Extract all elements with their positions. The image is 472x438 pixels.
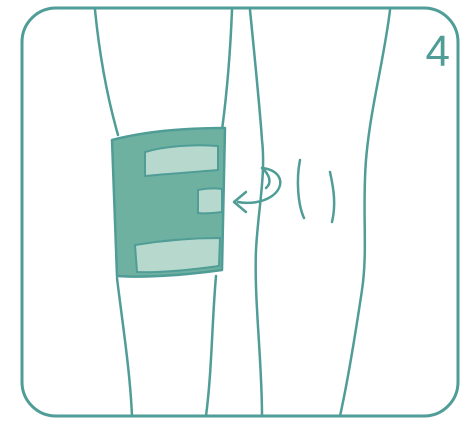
left-leg-inner-thigh — [222, 10, 232, 130]
rotate-arrow-curve — [238, 168, 280, 203]
step-number: 4 — [426, 30, 450, 74]
right-leg-inner-edge — [250, 10, 263, 416]
left-leg-outer-thigh — [95, 10, 118, 135]
left-leg-inner-shin — [206, 276, 216, 416]
right-leg — [250, 10, 390, 416]
curved-rotate-arrow-icon — [234, 168, 280, 212]
frame-border — [22, 8, 458, 416]
knee-brace-icon — [112, 128, 225, 277]
right-knee-line-2 — [330, 172, 334, 222]
brace-bottom-strap — [135, 238, 220, 272]
right-knee-line-1 — [298, 160, 304, 218]
brace-top-strap — [145, 145, 218, 176]
brace-side-tab — [198, 188, 222, 213]
right-leg-outer-edge — [340, 10, 390, 416]
left-leg-outer-shin — [117, 278, 132, 416]
